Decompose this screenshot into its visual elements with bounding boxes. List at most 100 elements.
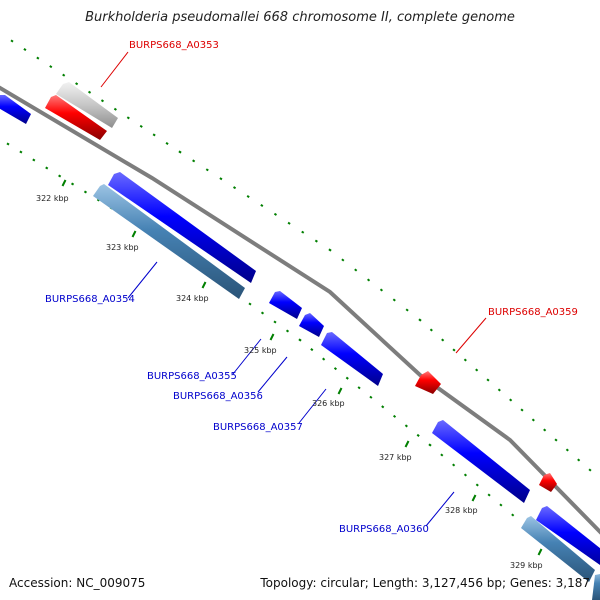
track-dot-outer bbox=[509, 398, 513, 402]
track-dot-outer bbox=[36, 56, 40, 60]
track-dot-outer bbox=[232, 186, 237, 190]
track-dot-inner bbox=[285, 329, 290, 333]
coordinate-tick-1 bbox=[131, 230, 137, 238]
track-dot-outer bbox=[531, 418, 535, 422]
track-dot-outer bbox=[497, 388, 501, 392]
gene-feature-a0355[interactable] bbox=[269, 291, 302, 319]
track-dot-outer bbox=[379, 288, 383, 292]
track-dot-inner bbox=[333, 367, 338, 371]
tick-label-326: 326 kbp bbox=[312, 399, 345, 408]
track-dot-outer bbox=[341, 258, 345, 262]
gene-features bbox=[0, 82, 600, 600]
gene-feature-reverse-edge[interactable] bbox=[521, 516, 595, 582]
track-dot-outer bbox=[126, 116, 130, 120]
track-dot-outer bbox=[301, 230, 305, 234]
track-dot-outer bbox=[87, 90, 92, 94]
genome-backbone bbox=[0, 85, 600, 535]
gene-label-a0357[interactable]: BURPS668_A0357 bbox=[213, 422, 303, 433]
gene-feature-a0354-forward[interactable] bbox=[108, 172, 256, 283]
track-dot-outer bbox=[588, 468, 592, 472]
map-title: Burkholderia pseudomallei 668 chromosome… bbox=[85, 10, 515, 25]
track-dot-outer bbox=[577, 458, 581, 462]
track-dot-inner bbox=[273, 320, 277, 324]
track-dot-outer bbox=[62, 73, 66, 77]
gene-label-a0356[interactable]: BURPS668_A0356 bbox=[173, 391, 263, 402]
gene-feature-a0353[interactable] bbox=[45, 95, 107, 140]
track-dot-inner bbox=[392, 414, 397, 418]
track-dot-outer bbox=[219, 177, 223, 181]
gene-label-a0353[interactable]: BURPS668_A0353 bbox=[129, 40, 219, 51]
track-dot-inner bbox=[499, 503, 503, 507]
track-dot-inner bbox=[345, 376, 349, 380]
gene-feature-forward[interactable] bbox=[0, 95, 31, 124]
coordinate-tick-7 bbox=[537, 548, 543, 556]
track-dot-inner bbox=[260, 311, 265, 315]
accession-text: Accession: NC_009075 bbox=[9, 576, 146, 590]
track-dot-outer bbox=[328, 248, 332, 252]
track-dot-outer bbox=[418, 318, 422, 322]
coordinate-tick-4 bbox=[337, 387, 343, 395]
coordinate-tick-2 bbox=[201, 281, 207, 289]
gene-feature-other[interactable] bbox=[56, 82, 118, 128]
track-dot-outer bbox=[273, 212, 278, 216]
track-dot-inner bbox=[45, 166, 49, 170]
gene-feature-a0356[interactable] bbox=[299, 313, 324, 337]
track-dot-inner bbox=[404, 424, 408, 428]
track-dot-outer bbox=[452, 348, 456, 352]
track-dot-inner bbox=[416, 433, 420, 437]
gene-label-a0360[interactable]: BURPS668_A0360 bbox=[339, 524, 429, 535]
gene-feature-forward-edge[interactable] bbox=[536, 506, 600, 572]
tick-label-322: 322 kbp bbox=[36, 194, 69, 203]
tick-label-328: 328 kbp bbox=[445, 506, 478, 515]
tick-labels: 322 kbp 323 kbp 324 kbp 325 kbp 326 kbp … bbox=[36, 194, 543, 570]
track-dot-outer bbox=[23, 48, 27, 52]
track-dot-outer bbox=[287, 221, 291, 225]
track-dot-inner bbox=[452, 463, 456, 467]
gene-feature-small-red[interactable] bbox=[539, 473, 557, 492]
track-dot-inner bbox=[381, 405, 385, 409]
track-dot-inner bbox=[6, 142, 10, 146]
track-dot-outer bbox=[429, 328, 433, 332]
gene-label-a0355[interactable]: BURPS668_A0355 bbox=[147, 371, 237, 382]
track-dot-outer bbox=[178, 150, 182, 154]
topology-text: Topology: circular; Length: 3,127,456 bp… bbox=[260, 576, 590, 590]
track-dot-outer bbox=[75, 82, 79, 86]
track-dot-inner bbox=[19, 150, 23, 154]
gene-labels: BURPS668_A0353 BURPS668_A0354 BURPS668_A… bbox=[45, 40, 578, 535]
coordinate-tick-0 bbox=[61, 179, 67, 187]
track-dot-inner bbox=[32, 158, 36, 162]
gene-label-a0359[interactable]: BURPS668_A0359 bbox=[488, 307, 578, 318]
track-dot-inner bbox=[475, 483, 479, 487]
coordinate-tick-3 bbox=[269, 333, 275, 341]
track-dot-inner bbox=[298, 338, 302, 342]
gene-feature-reverse-edge-2[interactable] bbox=[592, 572, 600, 600]
track-dot-outer bbox=[152, 133, 156, 137]
track-dot-inner bbox=[511, 513, 515, 517]
track-dot-outer bbox=[10, 39, 14, 43]
track-dot-outer bbox=[246, 195, 250, 199]
gene-feature-a0357[interactable] bbox=[321, 332, 383, 386]
coordinate-tick-6 bbox=[471, 494, 477, 502]
track-dot-inner bbox=[310, 348, 314, 352]
gene-feature-a0359[interactable] bbox=[415, 371, 441, 394]
gene-feature-a0354-reverse[interactable] bbox=[93, 184, 245, 299]
track-dot-outer bbox=[543, 428, 547, 432]
gene-feature-a0360[interactable] bbox=[432, 420, 530, 503]
track-dot-outer bbox=[165, 141, 169, 145]
track-dot-outer bbox=[314, 239, 318, 243]
track-dot-outer bbox=[139, 124, 143, 128]
track-dot-outer bbox=[354, 268, 358, 272]
track-dot-outer bbox=[441, 338, 445, 342]
track-dot-inner bbox=[96, 198, 100, 202]
track-dot-outer bbox=[113, 107, 117, 111]
gene-label-a0354[interactable]: BURPS668_A0354 bbox=[45, 294, 135, 305]
track-dot-outer bbox=[392, 298, 396, 302]
track-dot-outer bbox=[205, 168, 209, 172]
track-dot-outer bbox=[405, 308, 409, 312]
track-dot-outer bbox=[367, 278, 371, 282]
track-dot-outer bbox=[100, 99, 105, 103]
tick-label-327: 327 kbp bbox=[379, 453, 412, 462]
tick-label-329: 329 kbp bbox=[510, 561, 543, 570]
